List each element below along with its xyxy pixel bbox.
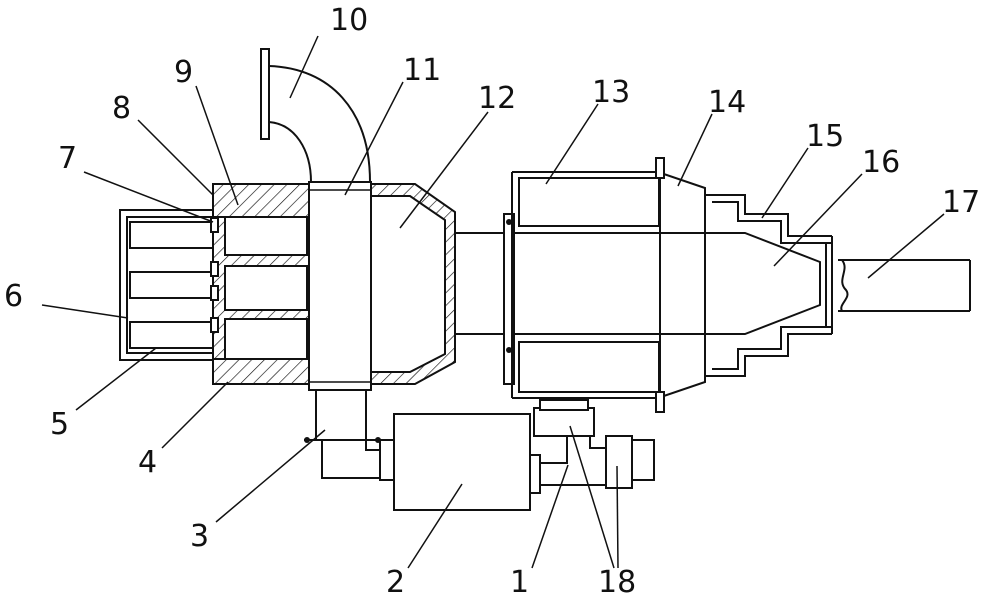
leader-17 — [867, 213, 945, 279]
chamber-middle — [224, 265, 308, 311]
part-6-inlet-housing — [119, 209, 221, 361]
leader-14 — [677, 113, 713, 187]
part-12-cone — [370, 183, 456, 385]
part-3-lower-pipe — [304, 389, 395, 481]
leader-7 — [83, 171, 214, 223]
leader-1 — [531, 464, 569, 569]
label-6: 6 — [4, 279, 23, 314]
chamber-lower — [224, 318, 308, 360]
leader-3 — [215, 429, 326, 523]
leader-12 — [399, 111, 489, 229]
label-2: 2 — [386, 565, 405, 600]
leader-5 — [75, 347, 157, 411]
label-3: 3 — [190, 519, 209, 554]
part-2-motor — [393, 413, 606, 511]
part-13-drum-housing — [503, 157, 706, 413]
leader-10 — [289, 35, 319, 99]
label-18: 18 — [598, 565, 636, 600]
cartridge-3 — [129, 321, 217, 349]
leader-18a — [569, 425, 615, 569]
cartridge-1 — [129, 221, 217, 249]
label-14: 14 — [708, 85, 746, 120]
cartridge-2 — [129, 271, 217, 299]
label-7: 7 — [58, 141, 77, 176]
leader-4 — [161, 381, 229, 449]
leader-13 — [545, 103, 599, 185]
part-15-stepped-collector — [705, 194, 833, 377]
label-11: 11 — [403, 53, 441, 88]
chamber-upper — [224, 216, 308, 256]
part-17-outlet-pipe — [838, 259, 971, 312]
leader-15 — [761, 147, 809, 219]
label-5: 5 — [50, 407, 69, 442]
label-17: 17 — [942, 185, 980, 220]
part-4-main-housing — [210, 183, 311, 385]
leader-8 — [137, 119, 214, 196]
part-10-elbow-pipe — [260, 48, 371, 183]
leader-9 — [195, 85, 239, 206]
leader-16 — [773, 173, 863, 267]
part-18-drive-unit — [533, 399, 655, 489]
label-15: 15 — [806, 119, 844, 154]
label-10: 10 — [330, 3, 368, 38]
reference-numerals: 10 9 11 12 8 7 6 5 4 3 2 1 18 13 14 15 1… — [4, 3, 980, 600]
label-8: 8 — [112, 91, 131, 126]
leader-6 — [41, 304, 129, 319]
leader-18b — [616, 465, 619, 569]
label-16: 16 — [862, 145, 900, 180]
part-11-central-disk — [308, 181, 372, 391]
label-9: 9 — [174, 55, 193, 90]
label-1: 1 — [510, 565, 529, 600]
leader-11 — [344, 81, 404, 196]
label-4: 4 — [138, 445, 157, 480]
part-16-discharge-cone — [704, 232, 821, 335]
label-12: 12 — [478, 81, 516, 116]
label-13: 13 — [592, 75, 630, 110]
leader-2 — [407, 483, 463, 569]
leader-lines — [41, 35, 945, 569]
